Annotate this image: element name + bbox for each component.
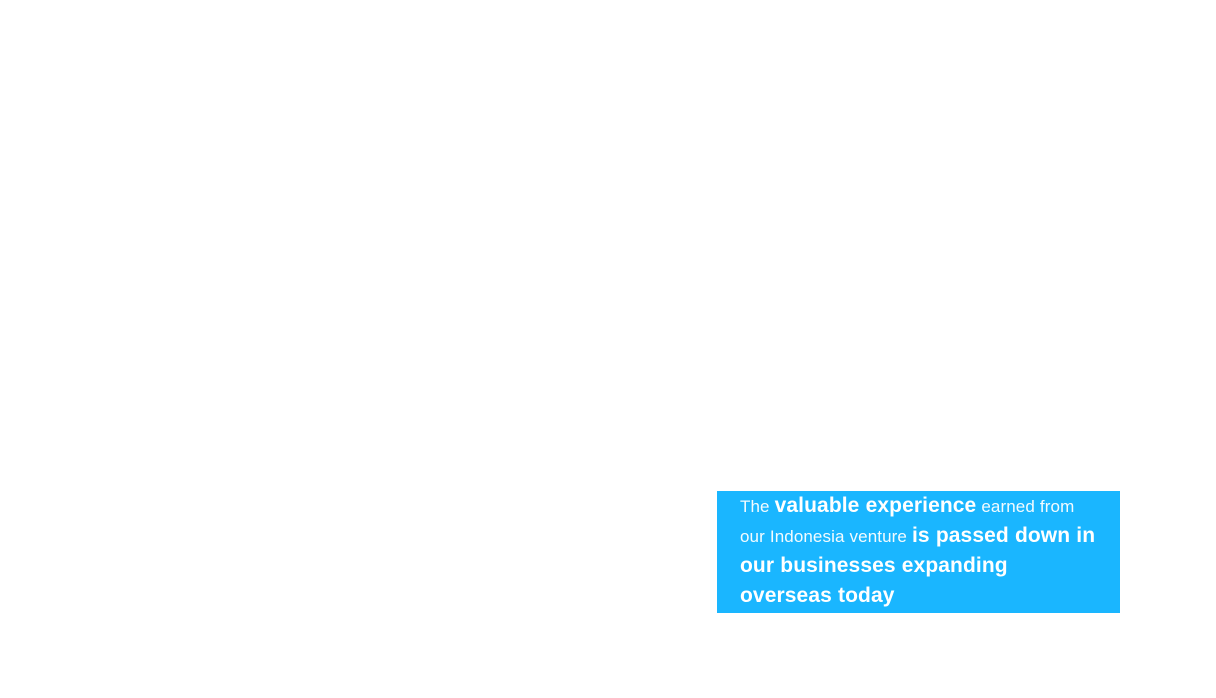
callout-text-block: The valuable experience earned from our … bbox=[740, 492, 1098, 612]
callout-banner: The valuable experience earned from our … bbox=[717, 491, 1120, 613]
callout-segment-middle: earned from our Indonesia venture bbox=[740, 497, 1075, 546]
callout-segment-lead: The bbox=[740, 497, 775, 516]
callout-segment-emphasis-primary: valuable experience bbox=[774, 494, 977, 517]
callout-segment-emphasis-secondary: is passed down in our businesses expandi… bbox=[740, 524, 1096, 607]
